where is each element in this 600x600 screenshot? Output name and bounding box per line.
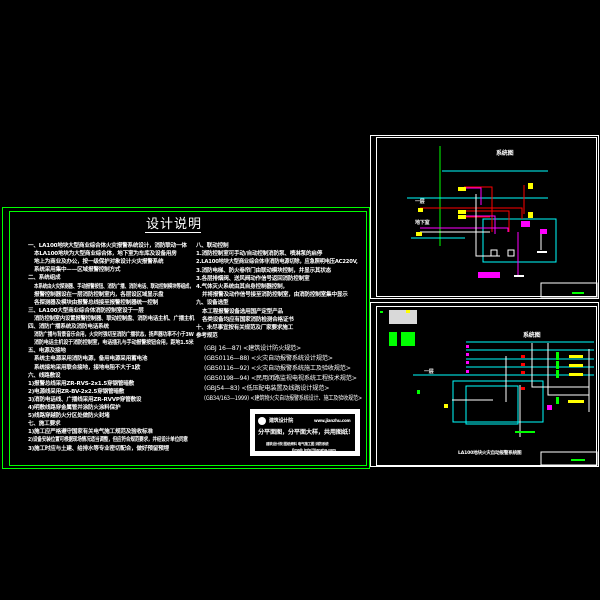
note-line: 各探测器及模块由报警总线接至报警控制器统一控制	[34, 299, 159, 306]
top-sheet-label-1: 一层	[415, 199, 425, 205]
note-line: 1)施工应严格遵守国家有关电气施工规范及验收标准	[28, 429, 153, 436]
note-line: 3)施工时应与土建、给排水等专业密切配合，做好预留预埋	[28, 445, 169, 452]
note-line: 五、电源及接地	[28, 348, 66, 355]
bottom-sheet-left-label: 一层	[424, 369, 434, 375]
note-line: 本工程报警设备选用国产定型产品	[202, 308, 283, 315]
bottom-devices	[417, 345, 584, 433]
note-line: 本LA100地块为大型商业综合体，地下室为车库及设备用房	[34, 251, 177, 258]
notes-title: 设计说明	[146, 217, 203, 232]
note-line: 4)明敷线路穿金属管并涂防火涂料保护	[28, 405, 121, 411]
note-line: 参考规范	[196, 333, 218, 340]
standard-item: (GB50116—92) <火灾自动报警系统施工及验收规范>	[204, 365, 351, 372]
note-line: 4.气体灭火系统由其自身控制器控制，	[196, 284, 288, 290]
note-line: 地上为商业及办公，按一级保护对象设计火灾报警系统	[34, 259, 164, 266]
stamp-slogan: 分平面图，分平面大样，共用图纸！	[258, 429, 354, 436]
top-sheet-label-2: 地下室	[415, 220, 430, 226]
legend-block	[380, 310, 417, 346]
note-line: 消防电话主机设于消防控制室，电话插孔与手动报警按钮合用，距地1.5米	[34, 340, 194, 347]
stamp-company: 建筑设计院	[269, 418, 294, 424]
note-line: 消防广播与背景音乐合用，火灾时强切至消防广播状态，扬声器功率不小于3W	[34, 332, 194, 339]
note-line: 2)电源线采用ZR-BV-2x2.5穿钢管暗敷	[28, 388, 125, 395]
note-line: 5)线路穿越防火分区处做防火封堵	[28, 413, 110, 420]
note-line: 九、设备选型	[196, 300, 229, 307]
stamp-website: www.jianzhu.com	[314, 418, 351, 423]
stamp-line2: Email: info@jianzhu.com	[292, 448, 336, 452]
standard-item: (GBJ 16—87) <建筑设计防火规范>	[204, 345, 302, 352]
note-line: 六、线路敷设	[28, 372, 61, 379]
note-line: 系统采用集中——区域报警控制方式	[34, 267, 121, 274]
note-line: 3)消防电话线、广播线采用ZR-RVVP穿管敷设	[28, 396, 142, 403]
note-line: 各类设备均应有国家消防检测合格证书	[202, 316, 294, 323]
bottom-sheet-inner-frame	[376, 306, 597, 466]
note-line: 三、LA100大型商业综合体消防控制室设于一层	[28, 307, 144, 314]
stamp-line1: 建筑设计院 图纸资料 电气施工图 消防系统	[266, 442, 329, 446]
note-line: 报警控制器设在一层消防控制室内，各层设区域显示盘	[34, 291, 164, 298]
bottom-riser-lines	[413, 341, 594, 437]
note-line: 3.消防电梯、防火卷帘门由联动模块控制，并显示其状态	[196, 267, 332, 274]
bottom-title-block	[540, 451, 598, 466]
company-logo-icon	[258, 417, 266, 425]
note-line: 消防控制室内设置报警控制器、联动控制盘、消防电话主机、广播主机	[34, 315, 195, 322]
note-line: 一、LA100地块大型商业综合体火灾报警系统设计，消防联动一体	[28, 243, 187, 249]
note-line: 七、施工要求	[28, 421, 61, 428]
top-devices	[416, 183, 547, 278]
note-line: 1.消防控制室可手动/自动控制消防泵、喷淋泵的启停	[196, 251, 323, 258]
bottom-sheet-outer-frame	[370, 302, 599, 467]
notes-sheet-inner-frame	[9, 211, 367, 466]
top-sheet-outer-frame	[370, 135, 599, 299]
note-line: 2)设备安装位置可根据现场情况适当调整，但应符合规范要求，并经设计单位同意	[28, 437, 188, 444]
note-line: 系统接地采用联合接地，接地电阻不大于1欧	[34, 364, 141, 371]
note-line: 并将报警及动作信号接至消防控制室，由消防控制室集中显示	[202, 292, 348, 299]
note-line: 四、消防广播系统及消防电话系统	[28, 324, 109, 330]
top-title-block	[540, 282, 598, 298]
note-line: 本系统由火灾探测器、手动报警按钮、消防广播、消防电话、联动控制模块等组成，	[34, 283, 194, 290]
note-line: 系统主电源采用消防电源，备用电源采用蓄电池	[34, 356, 148, 363]
note-line: 2.LA100地块大型商业综合体非消防电源切除，应急照明电压AC220V,	[196, 259, 358, 266]
title-underline	[145, 232, 201, 233]
top-sheet-inner-frame	[376, 137, 597, 297]
note-line: 八、联动控制	[196, 243, 229, 249]
top-sheet-heading: 系统图	[496, 150, 514, 157]
note-line: 1)报警总线采用ZR-RVS-2x1.5穿钢管暗敷	[28, 380, 135, 387]
notes-sheet-outer-frame	[2, 207, 370, 469]
note-line: 二、系统组成	[28, 275, 61, 282]
note-line: 3.各层排烟阀、送风阀动作信号返回消防控制室	[196, 275, 310, 282]
bottom-sheet-heading: 系统图	[523, 332, 541, 339]
standard-item: (GB50198—94) <民用闭路监视电视系统工程技术规范>	[204, 375, 357, 382]
standard-item: (GB34/163—1999) <建筑物火灾自动报警系统设计、施工及验收规范>	[204, 395, 363, 402]
note-line: 十、未尽事宜按有关规范及厂家要求施工	[196, 325, 294, 331]
standard-item: (GB50116—88) <火灾自动报警系统设计规范>	[204, 355, 333, 362]
company-stamp: 建筑设计院 www.jianzhu.com 分平面图，分平面大样，共用图纸！ 建…	[250, 409, 360, 456]
bottom-sheet-footer: LA100地块火灾自动报警系统图	[458, 451, 522, 456]
standard-item: (GBJ54—83) <低压配电装置及线路设计规范>	[204, 385, 330, 392]
